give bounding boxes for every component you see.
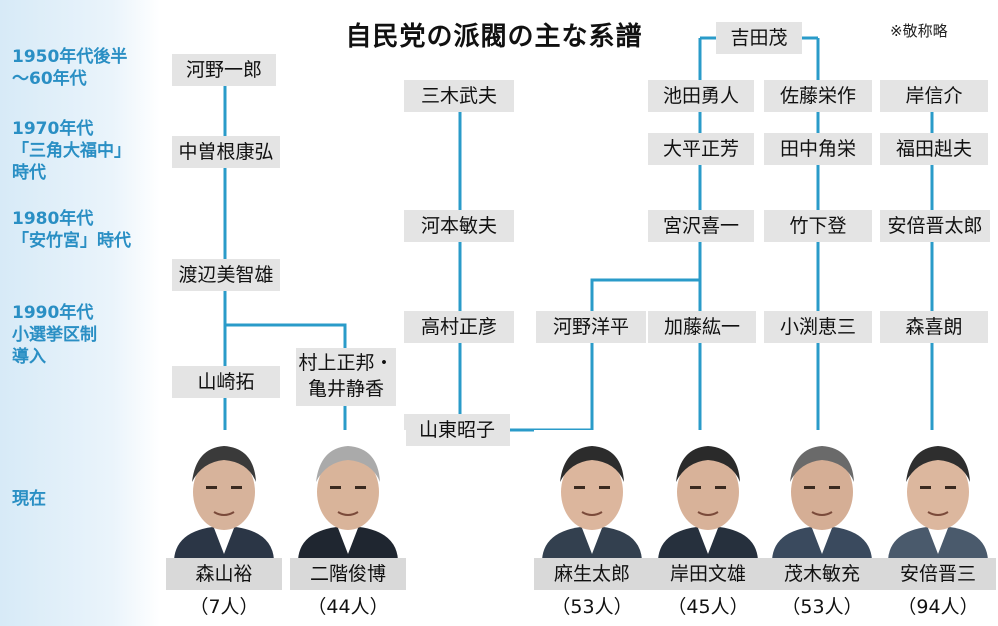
- node-obuchi: 小渕恵三: [764, 311, 872, 343]
- era-label-1990s: 1990年代 小選挙区制 導入: [12, 303, 97, 367]
- node-yamasaki: 山崎拓: [172, 366, 280, 398]
- portrait-icon: [166, 430, 282, 560]
- leader-name: 森山裕: [166, 558, 282, 590]
- portrait-icon: [650, 430, 766, 560]
- node-nakasone: 中曽根康弘: [172, 136, 280, 168]
- node-fukuda: 福田赳夫: [880, 133, 988, 165]
- faction-member-count: （44人）: [307, 596, 389, 618]
- connector-miki-main: [458, 96, 510, 432]
- leader-name: 二階俊博: [290, 558, 406, 590]
- node-murakami-kamei: 村上正邦・ 亀井静香: [296, 348, 396, 406]
- leader-name: 安倍晋三: [880, 558, 996, 590]
- portrait-icon: [764, 430, 880, 560]
- node-komoto: 河本敏夫: [404, 210, 514, 242]
- node-takeshita: 竹下登: [764, 210, 872, 242]
- node-ohira: 大平正芳: [648, 133, 754, 165]
- node-santo: 山東昭子: [404, 414, 510, 446]
- connector-kono-yohei-aso: [590, 278, 700, 450]
- node-kato: 加藤紘一: [648, 311, 756, 343]
- node-komura: 高村正彦: [404, 311, 514, 343]
- node-sato: 佐藤栄作: [764, 80, 872, 112]
- node-abe-shintaro: 安倍晋太郎: [880, 210, 990, 242]
- era-column: 1950年代後半 〜60年代 1970年代 「三角大福中」 時代 1980年代 …: [0, 0, 160, 626]
- leader-name: 岸田文雄: [650, 558, 766, 590]
- faction-member-count: （94人）: [897, 596, 979, 618]
- faction-member-count: （45人）: [667, 596, 749, 618]
- faction-member-count: （7人）: [189, 596, 259, 618]
- leader-name: 茂木敏充: [764, 558, 880, 590]
- era-label-current: 現在: [12, 489, 46, 509]
- era-label-1950s: 1950年代後半 〜60年代: [12, 47, 128, 89]
- node-watanabe: 渡辺美智雄: [172, 259, 280, 291]
- portrait-icon: [290, 430, 406, 560]
- faction-member-count: （53人）: [551, 596, 633, 618]
- portrait-icon: [880, 430, 996, 560]
- portrait-icon: [534, 430, 650, 560]
- node-miyazawa: 宮沢喜一: [648, 210, 754, 242]
- node-kono-yohei: 河野洋平: [536, 311, 646, 343]
- leader-name: 麻生太郎: [534, 558, 650, 590]
- era-label-1970s: 1970年代 「三角大福中」 時代: [12, 119, 131, 183]
- honorific-note: ※敬称略: [890, 22, 948, 40]
- node-kono-ichiro: 河野一郎: [172, 54, 276, 86]
- node-tanaka: 田中角栄: [764, 133, 872, 165]
- faction-member-count: （53人）: [781, 596, 863, 618]
- node-kishi: 岸信介: [880, 80, 988, 112]
- node-yoshida: 吉田茂: [716, 22, 802, 54]
- era-label-1980s: 1980年代 「安竹宮」時代: [12, 209, 131, 251]
- diagram-title: 自民党の派閥の主な系譜: [345, 22, 643, 52]
- node-miki: 三木武夫: [404, 80, 514, 112]
- connector-kono-nikai: [225, 323, 347, 450]
- node-mori: 森喜朗: [880, 311, 988, 343]
- node-ikeda: 池田勇人: [648, 80, 754, 112]
